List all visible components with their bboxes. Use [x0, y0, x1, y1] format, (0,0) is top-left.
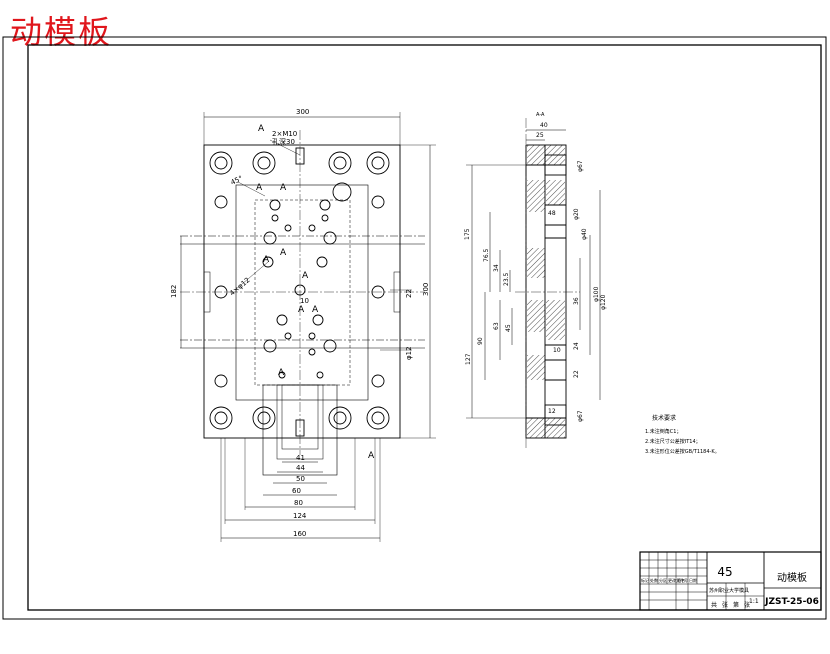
dim-top-width: 300: [296, 108, 309, 116]
tb-label-3: 分区: [659, 577, 667, 583]
dim-h10: 10: [300, 297, 309, 305]
side-dim-20: φ20: [573, 208, 580, 220]
section-label-a7: A: [298, 305, 305, 315]
section-label-a3: A: [280, 183, 287, 193]
notes-title: 技术要求: [652, 414, 676, 422]
tb-label-1: 标记: [641, 577, 649, 583]
tb-bottom-2: 张: [722, 601, 728, 609]
bottom-dim-1: 41: [296, 454, 305, 462]
tb-label-6: 日期: [689, 577, 697, 583]
notes-item-3: 3.未注形位公差按GB/T1184-K。: [645, 448, 720, 455]
side-view: [466, 118, 601, 450]
dim-r22: 22: [405, 289, 413, 298]
notes-item-1: 1.未注倒角C1；: [645, 428, 681, 435]
tb-bottom-1: 共: [711, 601, 717, 609]
tb-label-5: 签名: [677, 577, 685, 583]
side-dim-24: 24: [573, 342, 580, 350]
side-dim-120: φ120: [600, 294, 607, 310]
side-dim-top: 25: [536, 132, 544, 139]
side-dim-34: 34: [493, 264, 500, 272]
side-dim-40b: φ40: [581, 228, 588, 240]
side-dim-22: 22: [573, 370, 580, 378]
section-label-a2: A: [256, 183, 263, 193]
section-label-a1: A: [258, 124, 265, 134]
side-view-labels: 25 40 A-A 175 76.5 34 23.5 90 63 45 127 …: [464, 112, 607, 422]
bottom-dim-7: 160: [293, 530, 306, 538]
section-label-a6: A: [302, 271, 309, 281]
tb-label-4: 更改文件号: [668, 577, 688, 583]
bottom-slot: [295, 419, 305, 437]
side-dim-67: φ67: [577, 160, 584, 172]
ejector-holes: [262, 199, 337, 379]
inner-pocket-hidden: [254, 199, 351, 386]
bottom-dim-6: 124: [293, 512, 307, 520]
side-dim-127: 127: [465, 353, 472, 365]
side-dim-100: φ100: [593, 286, 600, 302]
notes-item-2: 2.未注尺寸公差按IT14；: [645, 438, 701, 445]
dim-angle-2: 4×φ12: [228, 276, 251, 297]
title-block: [639, 551, 822, 611]
bottom-dim-2: 44: [296, 464, 305, 472]
title-block-labels: 45 动模板 JZST-25-06 1:1 苏州职业大学模具 标记 处数 分区 …: [641, 565, 819, 609]
side-dim-76: 76.5: [483, 248, 490, 262]
bottom-dim-4: 60: [292, 487, 301, 495]
material: 45: [717, 565, 732, 579]
side-dim-63: 63: [493, 322, 500, 330]
dim-r12: φ12: [405, 346, 413, 360]
side-dim-90: 90: [477, 337, 484, 345]
guide-holes: [209, 151, 390, 430]
side-dim-12: 12: [548, 408, 556, 415]
side-dim-10: 10: [553, 347, 561, 354]
dim-left-height: 182: [170, 285, 178, 298]
part-name: 动模板: [777, 571, 807, 584]
pin-note-2: 孔深30: [272, 137, 295, 146]
section-label-a8: A: [312, 305, 319, 315]
organization: 苏州职业大学模具: [709, 587, 749, 594]
side-dim-23: 23.5: [503, 272, 510, 286]
technical-notes: 技术要求 1.未注倒角C1； 2.未注尺寸公差按IT14； 3.未注形位公差按G…: [645, 414, 720, 455]
bottom-dim-5: 80: [294, 499, 303, 507]
tb-bottom-3: 第: [733, 601, 739, 609]
side-section-mark: A-A: [536, 112, 545, 118]
inner-pocket: [235, 184, 369, 401]
side-dim-175: 175: [464, 228, 471, 240]
section-label-a4: A: [280, 248, 287, 258]
bottom-dim-3: 50: [296, 475, 305, 483]
side-dim-45: 45: [505, 324, 512, 332]
side-dim-36: 36: [573, 297, 580, 305]
front-view-labels: 300 182 300 2×M10 孔深30 45° 4×φ12 10 22 φ…: [170, 108, 430, 538]
drawing-number: JZST-25-06: [764, 597, 819, 607]
side-dim-40: 40: [540, 122, 548, 129]
dim-right-height: 300: [422, 283, 430, 296]
side-dim-67b: φ67: [577, 410, 584, 422]
scale: 1:1: [749, 598, 759, 605]
section-label-a9: A: [278, 368, 285, 378]
inner-frame: [27, 44, 822, 611]
pin-note-1: 2×M10: [272, 130, 297, 138]
outer-frame: [2, 36, 827, 620]
top-slot: [295, 147, 305, 165]
section-label-a5: A: [263, 255, 270, 265]
tb-label-2: 处数: [650, 577, 658, 583]
front-view: [180, 112, 436, 542]
side-dim-48: 48: [548, 210, 556, 217]
section-label-a10: A: [368, 451, 375, 461]
tb-bottom-4: 张: [744, 601, 750, 609]
